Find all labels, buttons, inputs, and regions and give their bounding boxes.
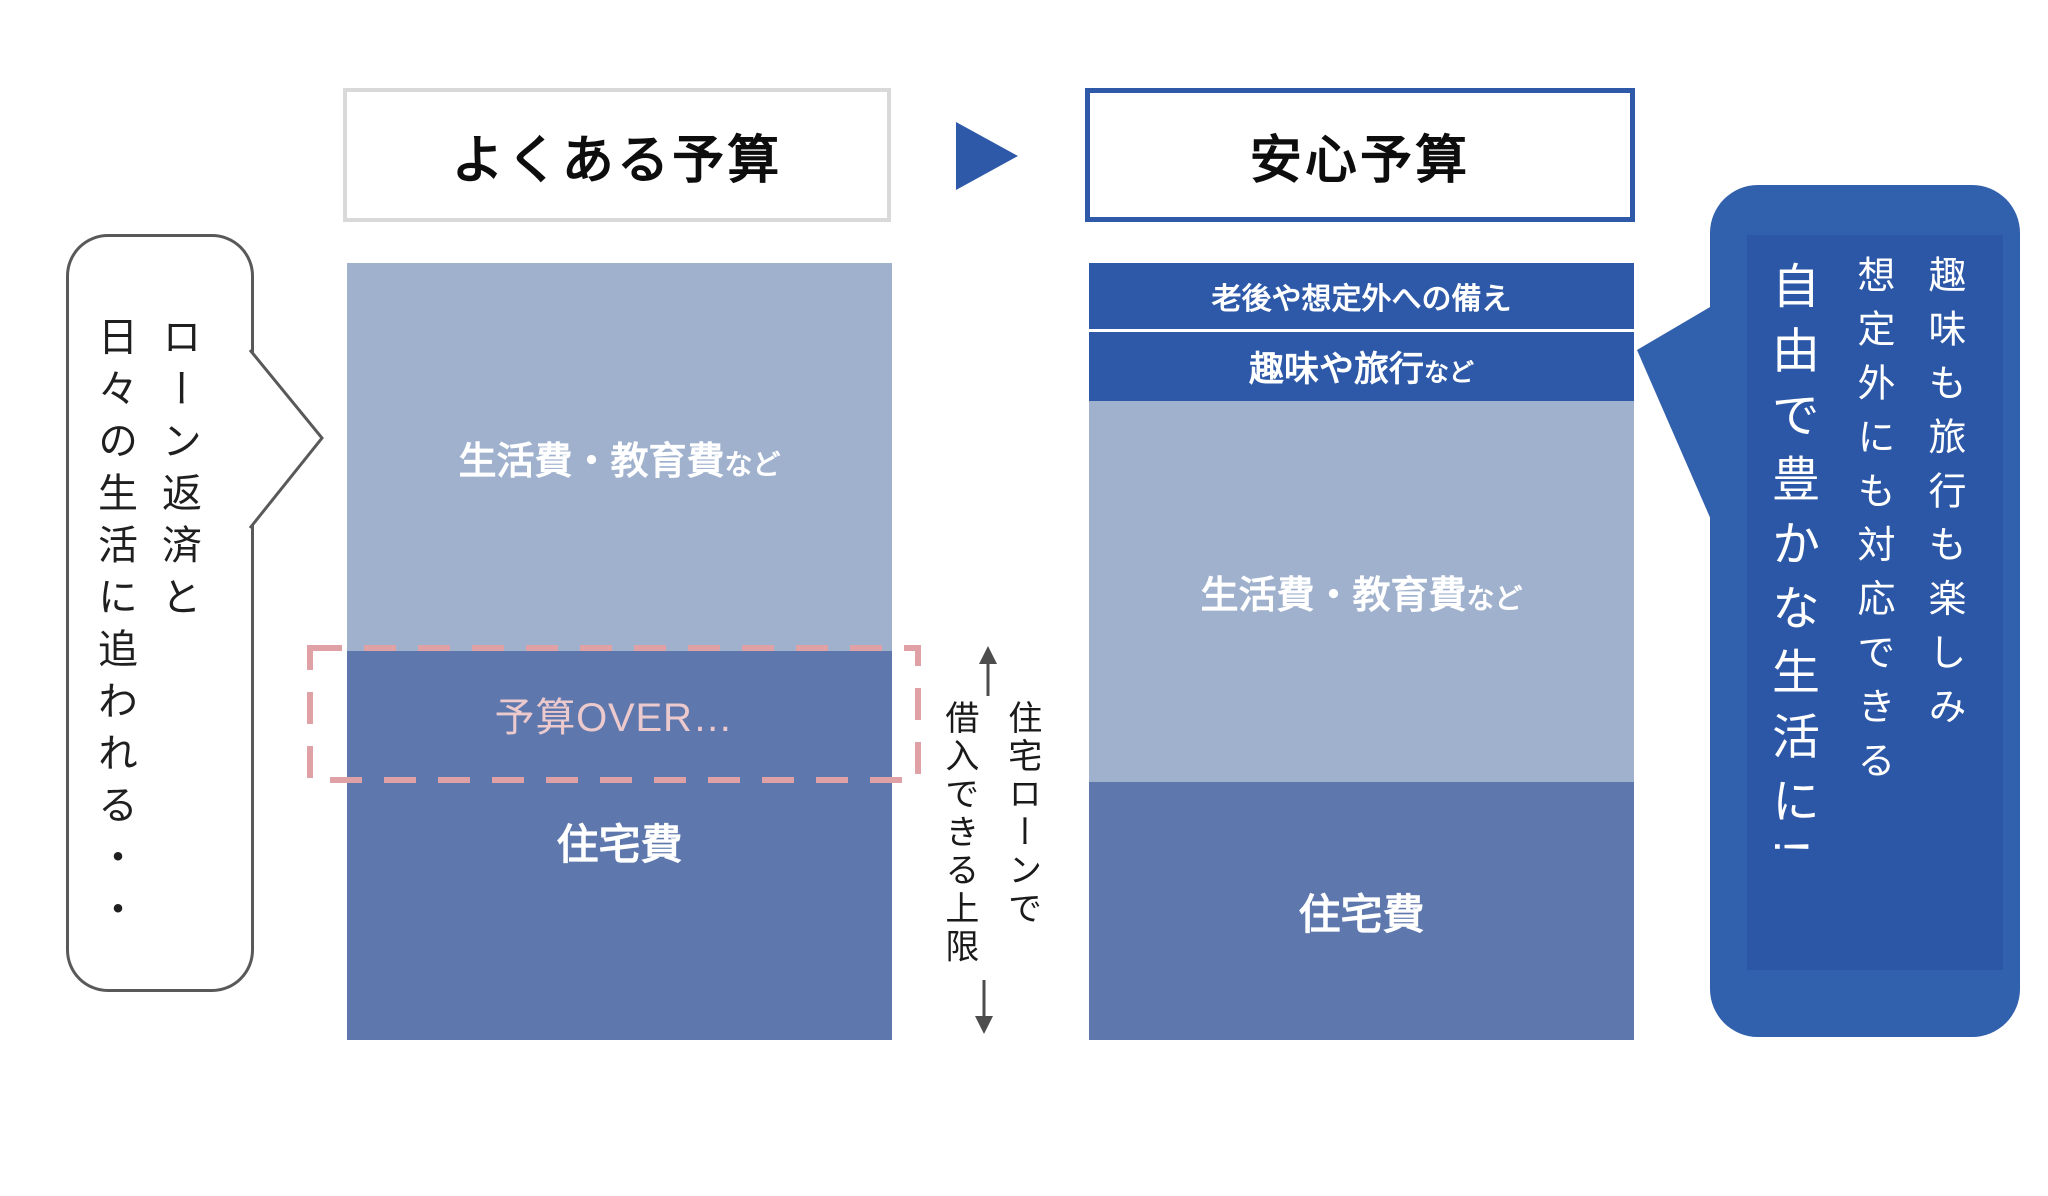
living-expenses-main: 生活費・教育費 bbox=[1200, 575, 1467, 617]
segment-retirement-reserve: 老後や想定外への備え bbox=[1089, 263, 1634, 329]
right-bubble-line: 想定外にも対応できる bbox=[1851, 255, 1893, 795]
hobby-travel-main: 趣味や旅行 bbox=[1248, 350, 1424, 389]
segment-housing-right: 住宅費 bbox=[1089, 782, 1634, 1040]
secure-budget-bar: 老後や想定外への備え 趣味や旅行など 生活費・教育費など 住宅費 bbox=[1089, 263, 1634, 1040]
left-bubble-line: ローン返済と bbox=[156, 316, 200, 628]
retirement-reserve-label: 老後や想定外への備え bbox=[1211, 283, 1512, 316]
housing-label-left: 住宅費 bbox=[556, 821, 683, 868]
living-expenses-main: 生活費・教育費 bbox=[458, 440, 725, 483]
common-budget-title-box: よくある予算 bbox=[343, 88, 891, 222]
common-budget-title: よくある予算 bbox=[451, 131, 783, 190]
loan-limit-annotation: 住宅ローンで 借入できる上限 bbox=[927, 700, 1053, 967]
secure-budget-title-box: 安心予算 bbox=[1085, 88, 1635, 222]
right-speech-bubble: 趣味も旅行も楽しみ 想定外にも対応できる 自由で豊かな生活に! bbox=[1710, 185, 2020, 1037]
secure-budget-title: 安心予算 bbox=[1249, 131, 1471, 190]
right-speech-bubble-tail bbox=[1637, 300, 1722, 545]
living-expenses-suffix: など bbox=[1466, 583, 1523, 614]
living-expenses-suffix: など bbox=[724, 448, 781, 480]
arrow-up-icon bbox=[979, 646, 997, 696]
over-budget-label: 予算OVER… bbox=[494, 696, 734, 740]
left-speech-bubble bbox=[66, 234, 254, 992]
left-speech-bubble-tail bbox=[248, 349, 324, 529]
left-bubble-text: ローン返済と 日々の生活に追われる・・ bbox=[82, 316, 210, 940]
over-budget-dashed-box bbox=[307, 645, 921, 783]
right-speech-bubble-panel bbox=[1747, 235, 2003, 970]
hobby-travel-label: 趣味や旅行など bbox=[1249, 341, 1474, 392]
left-bubble-line: 日々の生活に追われる・・ bbox=[92, 316, 136, 940]
living-expenses-label-right: 生活費・教育費など bbox=[1200, 564, 1522, 619]
right-bubble-line: 自由で豊かな生活に! bbox=[1764, 261, 1817, 870]
loan-limit-line: 借入できる上限 bbox=[939, 700, 978, 967]
loan-limit-line: 住宅ローンで bbox=[1002, 700, 1041, 929]
segment-hobby-travel: 趣味や旅行など bbox=[1089, 332, 1634, 401]
segment-divider bbox=[1089, 329, 1634, 332]
segment-living-expenses-right: 生活費・教育費など bbox=[1089, 401, 1634, 782]
hobby-travel-suffix: など bbox=[1424, 359, 1475, 387]
segment-housing-left: 住宅費 bbox=[347, 651, 892, 1040]
housing-label-right: 住宅費 bbox=[1298, 890, 1425, 938]
common-budget-bar: 生活費・教育費など 住宅費 bbox=[347, 263, 892, 1040]
living-expenses-label-left: 生活費・教育費など bbox=[458, 430, 780, 485]
right-bubble-line: 趣味も旅行も楽しみ bbox=[1922, 255, 1964, 741]
arrow-down-icon bbox=[975, 980, 993, 1034]
segment-living-expenses-left: 生活費・教育費など bbox=[347, 263, 892, 651]
right-arrow-icon bbox=[956, 122, 1018, 190]
